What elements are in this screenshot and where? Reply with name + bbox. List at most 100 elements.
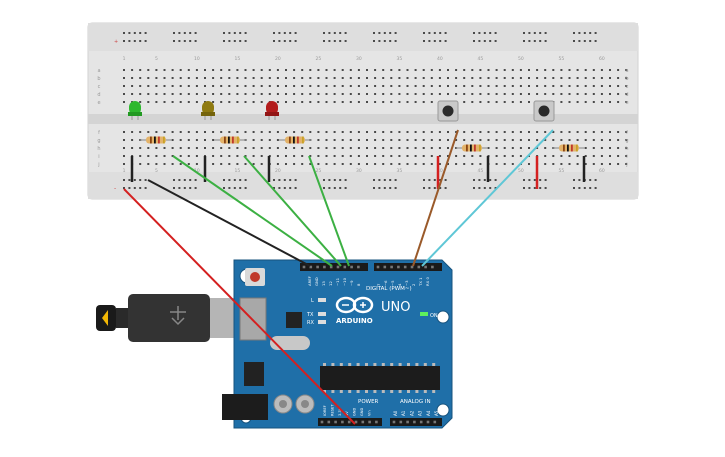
rail-hole <box>523 40 525 42</box>
hole <box>195 85 198 87</box>
header-pin[interactable] <box>383 265 387 269</box>
header-pin[interactable] <box>403 265 407 269</box>
led-green[interactable] <box>128 101 142 120</box>
hole <box>268 139 271 141</box>
hole <box>536 85 539 87</box>
hole <box>438 93 441 95</box>
hole <box>325 77 328 79</box>
led-red[interactable] <box>265 101 279 120</box>
hole <box>163 85 166 87</box>
hole <box>309 101 312 103</box>
header-pin[interactable] <box>361 420 365 424</box>
rail-hole <box>283 32 286 34</box>
wire-cyan[interactable] <box>421 129 554 267</box>
hole <box>276 131 279 133</box>
header-pin[interactable] <box>343 265 347 269</box>
hole <box>584 163 587 165</box>
hole <box>349 77 352 79</box>
header-pin[interactable] <box>417 265 421 269</box>
hole <box>382 155 385 157</box>
rail-hole <box>189 179 192 181</box>
resistor[interactable] <box>553 144 585 152</box>
hole <box>455 93 458 95</box>
header-pin[interactable] <box>392 420 396 424</box>
header-pin[interactable] <box>419 420 423 424</box>
header-pin[interactable] <box>323 265 326 269</box>
header-pin[interactable] <box>327 420 331 424</box>
header-pin[interactable] <box>413 420 416 424</box>
rail-hole <box>194 187 197 189</box>
header-pin[interactable] <box>334 420 337 424</box>
hole <box>293 85 296 87</box>
hole <box>228 147 231 149</box>
header-pin[interactable] <box>406 420 409 424</box>
resistor[interactable] <box>140 136 172 144</box>
hole <box>260 69 263 71</box>
header-pin[interactable] <box>341 420 344 424</box>
wire-gnd-black[interactable] <box>147 179 311 267</box>
header-pin[interactable] <box>410 265 414 269</box>
pushbutton-2[interactable] <box>533 100 555 122</box>
header-pin[interactable] <box>431 265 434 269</box>
hole <box>366 93 368 95</box>
header-pin[interactable] <box>329 265 333 269</box>
header-pin[interactable] <box>302 265 306 269</box>
led-yellow[interactable] <box>201 101 215 120</box>
rail-hole <box>483 187 486 189</box>
hole <box>511 147 514 149</box>
header-pin[interactable] <box>424 265 427 269</box>
hole <box>422 139 425 141</box>
hole <box>123 93 125 95</box>
hole <box>349 139 352 141</box>
hole <box>228 93 231 95</box>
hole <box>479 101 482 103</box>
hole <box>625 85 628 87</box>
hole <box>609 139 611 141</box>
hole <box>276 77 279 79</box>
pin-label: 5V <box>345 411 349 416</box>
hole <box>155 93 158 95</box>
header-pin[interactable] <box>350 265 353 269</box>
header-pin[interactable] <box>357 265 360 269</box>
header-pin[interactable] <box>320 420 324 424</box>
wire-green-1[interactable] <box>172 155 333 267</box>
wire-5v-red[interactable] <box>123 188 356 425</box>
header-pin[interactable] <box>397 265 400 269</box>
header-pin[interactable] <box>399 420 403 424</box>
wire-green-2[interactable] <box>243 155 342 267</box>
hole <box>617 85 620 87</box>
header-pin[interactable] <box>347 420 351 424</box>
header-pin[interactable] <box>390 265 393 269</box>
header-pin[interactable] <box>336 265 340 269</box>
column-number: 40 <box>437 56 443 62</box>
rail-hole <box>428 40 431 42</box>
hole <box>293 147 296 149</box>
resistor[interactable] <box>279 136 311 144</box>
header-pin[interactable] <box>368 420 371 424</box>
reset-button-cap[interactable] <box>250 272 260 282</box>
resistor[interactable] <box>456 144 488 152</box>
wire-brown[interactable] <box>412 129 459 267</box>
header-pin[interactable] <box>316 265 319 269</box>
hole <box>592 85 595 87</box>
rail-hole <box>273 32 275 34</box>
header-pin[interactable] <box>433 420 437 424</box>
pushbutton-1[interactable] <box>437 100 459 122</box>
header-pin[interactable] <box>309 265 313 269</box>
header-pin[interactable] <box>426 420 430 424</box>
header-pin[interactable] <box>376 265 380 269</box>
hole <box>463 131 466 133</box>
hole <box>374 131 377 133</box>
header-pin[interactable] <box>375 420 378 424</box>
hole <box>552 163 555 165</box>
wire-green-3[interactable] <box>308 155 350 267</box>
pin-label: A3 <box>418 410 423 416</box>
header-pin[interactable] <box>354 420 358 424</box>
arduino-uno-board[interactable]: L TX RX ON ARDUINO UNO DIGITAL (PWM~) PO… <box>222 259 453 429</box>
hole <box>195 139 198 141</box>
hole <box>544 147 547 149</box>
hole <box>187 101 190 103</box>
hole <box>123 139 125 141</box>
resistor[interactable] <box>214 136 246 144</box>
hole <box>163 101 166 103</box>
